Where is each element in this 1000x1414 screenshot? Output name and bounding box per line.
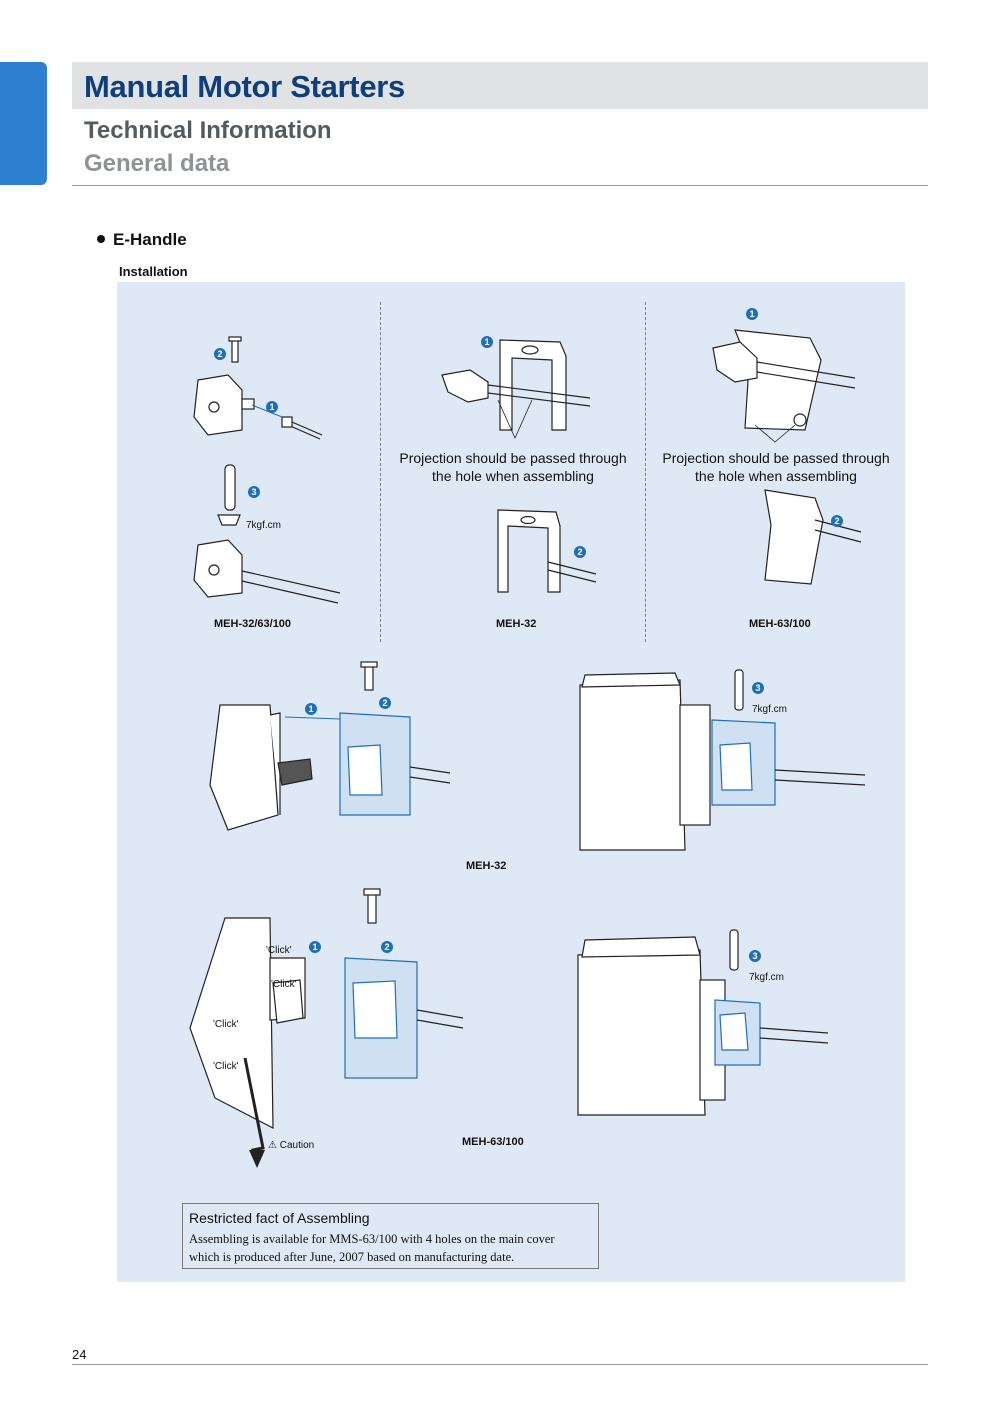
step-2-badge-m32: 2	[379, 697, 391, 709]
title-bar: Manual Motor Starters	[72, 62, 928, 109]
section-title: Technical Information	[84, 117, 332, 144]
click-label-4: 'Click'	[213, 1061, 239, 1072]
page-title: Manual Motor Starters	[84, 69, 405, 104]
header-rule	[72, 185, 928, 186]
divider-2	[645, 302, 646, 642]
meh63-bracket-illustration	[712, 329, 862, 585]
step-3-badge-m32: 3	[752, 682, 764, 694]
restriction-box: Restricted fact of Assembling Assembling…	[182, 1203, 599, 1269]
meh32-assembly-left-illustration	[209, 661, 451, 831]
step-2-badge-mid: 2	[574, 546, 586, 558]
meh63-assembly-left-illustration	[189, 888, 464, 1168]
click-label-1: 'Click'	[266, 945, 292, 956]
bullet-icon	[97, 234, 105, 243]
restriction-body: Assembling is available for MMS-63/100 w…	[189, 1232, 555, 1264]
step-1-badge-right: 1	[746, 308, 758, 320]
section-subtitle: General data	[84, 150, 230, 177]
restriction-title: Restricted fact of Assembling	[189, 1210, 370, 1226]
e-handle-heading: E-Handle	[97, 230, 187, 250]
step-1-badge-mid: 1	[481, 336, 493, 348]
step-1-badge-m32: 1	[305, 703, 317, 715]
model-label-middle: MEH-32	[466, 860, 507, 872]
step-2-badge: 2	[214, 348, 226, 360]
caution-label: ⚠ Caution	[268, 1140, 315, 1151]
model-label-top-mid: MEH-32	[496, 618, 537, 630]
step-1-badge: 1	[266, 401, 278, 413]
side-tab	[0, 62, 47, 185]
click-label-2: 'Click'	[271, 979, 297, 990]
click-label-3: 'Click'	[213, 1019, 239, 1030]
model-label-bottom: MEH-63/100	[462, 1136, 524, 1148]
e-handle-heading-text: E-Handle	[113, 230, 187, 249]
model-label-top-left: MEH-32/63/100	[214, 618, 292, 630]
meh32-assembly-right-illustration	[579, 669, 866, 851]
model-label-top-right: MEH-63/100	[749, 618, 811, 630]
meh63-assembly-right-illustration	[577, 929, 829, 1116]
meh32-bracket-illustration	[441, 339, 597, 593]
step-2-badge-m63: 2	[381, 941, 393, 953]
divider-1	[380, 302, 381, 642]
caution-icon: ⚠	[268, 1140, 277, 1151]
step-3-badge: 3	[248, 486, 260, 498]
torque-label: 7kgf.cm	[246, 520, 282, 531]
footer-rule	[72, 1364, 928, 1365]
page-number: 24	[72, 1347, 87, 1362]
step-3-badge-m63: 3	[749, 950, 761, 962]
torque-label-m63: 7kgf.cm	[749, 972, 785, 983]
step-2-badge-right: 2	[831, 515, 843, 527]
handle-assembly-illustration	[193, 336, 341, 604]
step-1-badge-m63: 1	[309, 941, 321, 953]
installation-label: Installation	[119, 264, 188, 279]
torque-label-m32: 7kgf.cm	[752, 704, 788, 715]
